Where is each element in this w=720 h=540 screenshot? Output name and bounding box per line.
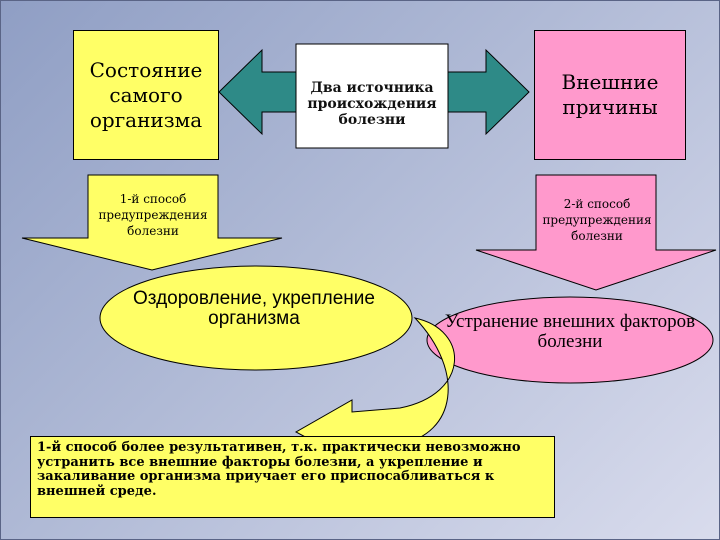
- double-arrow-label-bg: [295, 43, 449, 149]
- first-way-label: 1-й способ предупреждения болезни: [98, 192, 208, 238]
- external-causes-label: Внешние причины: [561, 70, 659, 119]
- elimination-ellipse: [426, 296, 714, 384]
- way1-arrow-shape: [21, 174, 283, 271]
- healing-ellipse: [99, 265, 413, 371]
- state-of-organism-box: Состояние самого организма: [73, 30, 219, 160]
- external-causes-box: Внешние причины: [534, 30, 686, 160]
- elimination-label: Устранение внешних факторов болезни: [444, 311, 696, 352]
- two-sources-label: Два источника происхождения болезни: [307, 80, 437, 128]
- way2-arrow-shape: [475, 174, 717, 291]
- state-of-organism-label: Состояние самого организма: [89, 57, 203, 132]
- conclusion-box: 1-й способ более результативен, т.к. пра…: [30, 436, 555, 518]
- curved-arrow-shape: [294, 317, 455, 463]
- healing-label: Оздоровление, укрепление организма: [133, 288, 375, 329]
- conclusion-text: 1-й способ более результативен, т.к. пра…: [37, 440, 521, 499]
- second-way-label: 2-й способ предупреждения болезни: [542, 197, 652, 243]
